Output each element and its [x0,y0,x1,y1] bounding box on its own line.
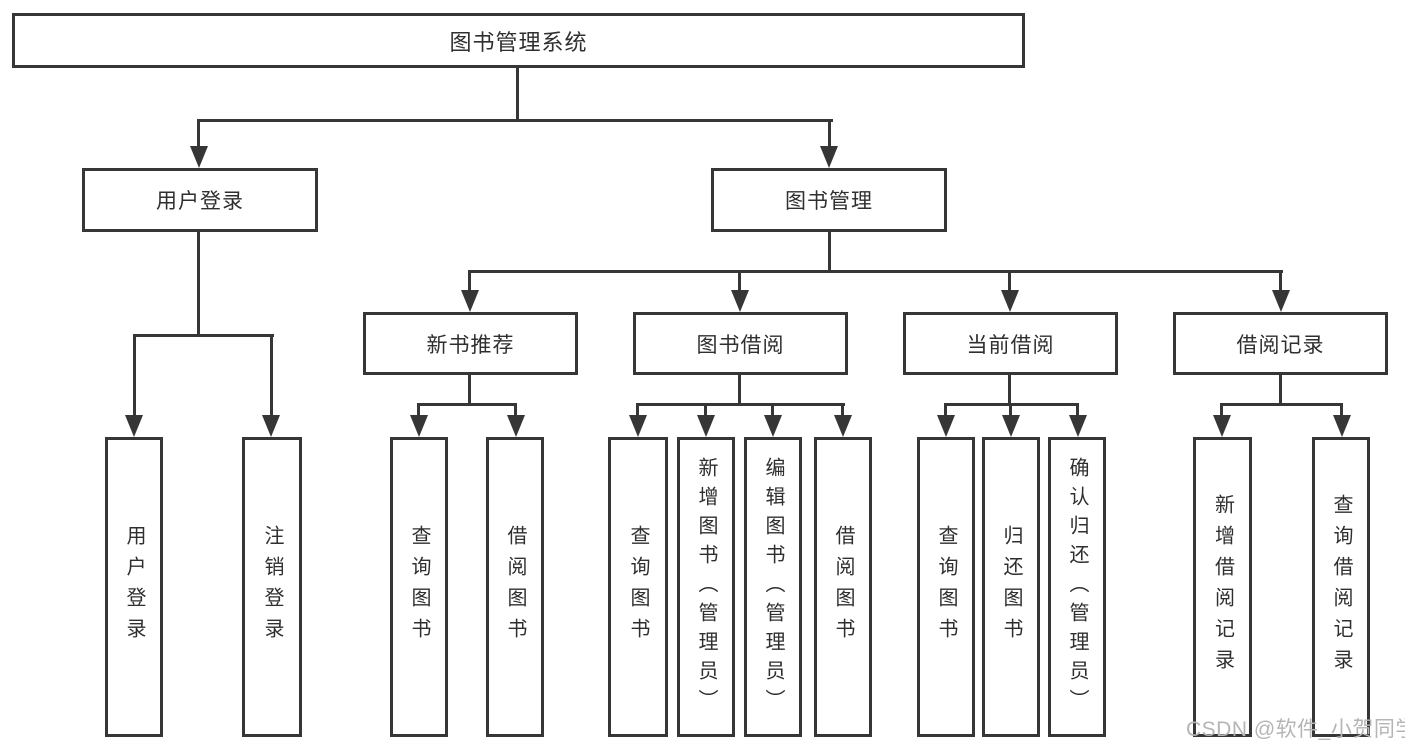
node-label: 新增图书（管理员） [695,456,717,718]
node-label: 借阅图书 [832,525,854,649]
arrow-down-icon [820,146,838,168]
connector-manage-branch [468,270,1283,273]
leaf-return-books: 归还图书 [982,437,1040,737]
arrow-down-icon [1272,290,1290,312]
arrow-down-icon [834,415,852,437]
arrow-down-icon [764,415,782,437]
connector-leaf-drop [514,403,517,419]
arrow-down-icon [190,146,208,168]
leaf-query-books-recommend: 查询图书 [390,437,448,737]
arrow-down-icon [1333,415,1351,437]
connector-login-stem [197,232,200,337]
node-label: 新书推荐 [426,333,515,357]
leaf-edit-books-admin: 编辑图书（管理员） [744,437,802,737]
connector-leaf-drop [1220,403,1223,419]
connector-records-branch [1220,403,1343,406]
arrow-down-icon [1069,415,1087,437]
arrow-down-icon [697,415,715,437]
node-label: 查询图书 [935,525,957,649]
connector-leaf-drop [841,403,844,419]
connector-recommend-drop [468,270,471,294]
leaf-user-login: 用户登录 [105,437,163,737]
leaf-add-books-admin: 新增图书（管理员） [677,437,735,737]
connector-records-stem [1279,375,1282,405]
connector-leaf-drop [1340,403,1343,419]
node-label: 借阅图书 [504,525,526,649]
connector-borrow-branch [636,403,845,406]
node-label: 注销登录 [261,525,283,649]
connector-current-drop [1008,270,1011,294]
leaf-query-books-borrow: 查询图书 [608,437,668,737]
connector-logout-drop [270,334,273,419]
node-label: 用户登录 [156,190,244,213]
arrow-down-icon [1213,415,1231,437]
connector-leaf-drop [417,403,420,419]
connector-leaf-drop [944,403,947,419]
connector-leaf-drop [1009,403,1012,419]
node-label: 查询图书 [627,525,649,649]
node-label: 编辑图书（管理员） [762,456,784,718]
node-label: 用户登录 [123,525,145,649]
leaf-borrow-books-recommend: 借阅图书 [486,437,544,737]
leaf-logout: 注销登录 [242,437,302,737]
connector-root-branch [197,119,833,122]
leaf-borrow-books: 借阅图书 [814,437,872,737]
connector-leaf-drop [771,403,774,419]
connector-current-stem [1008,375,1011,405]
connector-recommend-stem [468,375,471,405]
node-user-login: 用户登录 [82,168,318,232]
node-label: 图书管理 [785,190,873,213]
node-label: 确认归还（管理员） [1066,456,1088,718]
node-book-management: 图书管理 [711,168,947,232]
connector-leaf-drop [636,403,639,419]
node-label: 图书借阅 [696,333,785,357]
node-current-borrow: 当前借阅 [903,312,1118,375]
connector-login-user-drop [133,334,136,419]
node-library-management-system: 图书管理系统 [12,13,1025,68]
leaf-query-books-current: 查询图书 [917,437,975,737]
leaf-add-borrow-record: 新增借阅记录 [1193,437,1252,737]
connector-leaf-drop [704,403,707,419]
arrow-down-icon [1001,290,1019,312]
node-label: 图书管理系统 [449,29,588,55]
node-borrow-records: 借阅记录 [1173,312,1388,375]
arrow-down-icon [937,415,955,437]
node-label: 查询借阅记录 [1330,494,1352,680]
connector-records-drop [1279,270,1282,294]
leaf-query-borrow-record: 查询借阅记录 [1312,437,1370,737]
connector-login-drop [197,119,200,149]
arrow-down-icon [410,415,428,437]
csdn-watermark: CSDN @软件_小贺同学 [1186,718,1405,741]
node-book-borrow: 图书借阅 [633,312,848,375]
connector-manage-drop [828,119,831,149]
arrow-down-icon [507,415,525,437]
arrow-down-icon [262,415,280,437]
arrow-down-icon [461,290,479,312]
node-label: 归还图书 [1000,525,1022,649]
connector-leaf-drop [1076,403,1079,419]
connector-manage-stem [828,232,831,273]
leaf-confirm-return-admin: 确认归还（管理员） [1048,437,1106,737]
node-label: 当前借阅 [966,333,1055,357]
node-label: 借阅记录 [1236,333,1325,357]
connector-borrow-drop [738,270,741,294]
connector-recommend-branch [417,403,517,406]
connector-root-stem [516,68,519,121]
node-new-book-recommend: 新书推荐 [363,312,578,375]
connector-borrow-stem [738,375,741,405]
node-label: 新增借阅记录 [1211,494,1234,680]
arrow-down-icon [125,415,143,437]
connector-login-branch [133,334,274,337]
arrow-down-icon [1002,415,1020,437]
node-label: 查询图书 [408,525,430,649]
arrow-down-icon [629,415,647,437]
arrow-down-icon [731,290,749,312]
